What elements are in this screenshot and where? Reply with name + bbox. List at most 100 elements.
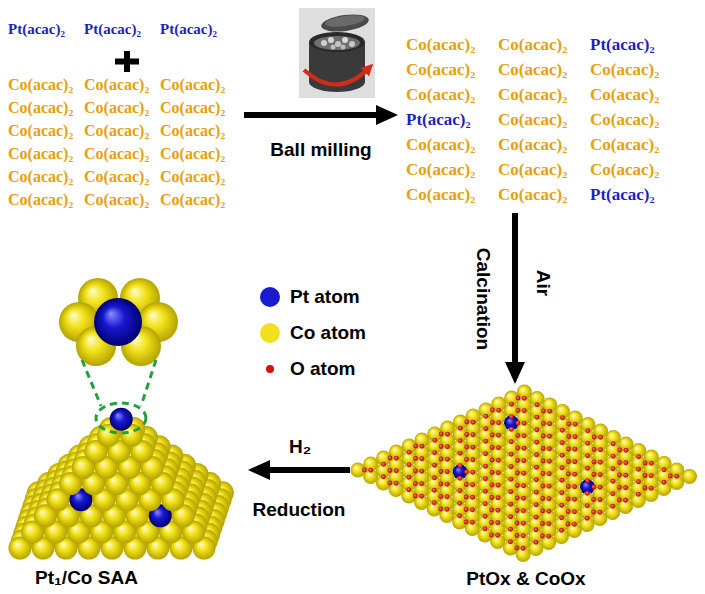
o-dot — [483, 526, 488, 531]
pt-precursor-label: Pt(acac)₂ — [590, 35, 655, 55]
o-dot — [566, 497, 571, 502]
legend-text: Co atom — [290, 322, 366, 344]
o-dot — [471, 420, 476, 425]
label-holder: Air — [532, 268, 554, 298]
o-dot — [490, 470, 495, 475]
o-dot — [534, 452, 539, 457]
co-precursor-label: Co(acac)₂ — [160, 145, 225, 163]
o-dot — [598, 435, 603, 440]
o-dot — [483, 426, 488, 431]
o-dot — [617, 460, 622, 465]
o-dot — [649, 473, 654, 478]
o-dot — [547, 434, 552, 439]
o-dot — [636, 492, 641, 497]
o-dot — [445, 494, 450, 499]
o-dot — [515, 483, 520, 488]
stage-label: PtOx & CoOx — [466, 568, 585, 590]
o-dot — [585, 491, 590, 496]
o-dot — [598, 472, 603, 477]
o-dot — [457, 501, 462, 506]
o-dot — [489, 520, 494, 525]
o-dot — [540, 484, 545, 489]
co-precursor-label: Co(acac)₂ — [84, 76, 149, 94]
o-dot — [438, 482, 443, 487]
o-dot — [394, 481, 399, 486]
o-dot — [572, 522, 577, 527]
o-dot — [534, 465, 539, 470]
o-dot — [547, 446, 552, 451]
zoom-cluster — [59, 278, 178, 433]
o-dot — [591, 510, 596, 515]
o-dot — [496, 433, 501, 438]
co-precursor-label: Co(acac)₂ — [84, 145, 149, 163]
o-dot — [534, 515, 539, 520]
co-precursor-label: Co(acac)₂ — [498, 110, 567, 130]
o-dot — [490, 433, 495, 438]
o-dot — [496, 508, 501, 513]
o-dot — [464, 432, 469, 437]
o-dot — [592, 447, 597, 452]
o-dot — [617, 473, 622, 478]
legend-row: Co atom — [258, 315, 366, 351]
o-dot — [560, 415, 565, 420]
o-dot — [668, 474, 673, 479]
co-precursor-label: Co(acac)₂ — [406, 35, 475, 55]
o-dot — [508, 489, 513, 494]
o-dot — [413, 481, 418, 486]
co-precursor-label: Co(acac)₂ — [406, 135, 475, 155]
o-dot — [535, 415, 540, 420]
o-dot — [636, 479, 641, 484]
o-dot — [623, 460, 628, 465]
o-dot — [432, 475, 437, 480]
o-dot — [464, 445, 469, 450]
pt-sphere — [110, 408, 133, 431]
co-precursor-label: Co(acac)₂ — [590, 60, 659, 80]
o-dot — [445, 482, 450, 487]
co-precursor-label: Co(acac)₂ — [498, 85, 567, 105]
co-precursor-label: Co(acac)₂ — [498, 35, 567, 55]
o-dot — [617, 498, 622, 503]
o-dot — [516, 408, 521, 413]
o-dot — [662, 480, 667, 485]
o-dot — [521, 521, 526, 526]
co-precursor-label: Co(acac)₂ — [8, 145, 73, 163]
o-dot — [496, 458, 501, 463]
o-dot — [439, 469, 444, 474]
o-dot — [547, 459, 552, 464]
o-dot — [457, 513, 462, 518]
o-dot — [636, 454, 641, 459]
co-precursor-label: Co(acac)₂ — [84, 168, 149, 186]
o-dot — [598, 460, 603, 465]
o-dot — [490, 445, 495, 450]
o-dot — [559, 528, 564, 533]
o-dot — [546, 534, 551, 539]
o-dot — [547, 409, 552, 414]
o-dot — [464, 495, 469, 500]
o-dot — [598, 510, 603, 515]
o-dot — [496, 420, 501, 425]
o-dot — [432, 463, 437, 468]
co-precursor-label: Co(acac)₂ — [498, 160, 567, 180]
o-dot — [534, 440, 539, 445]
co-precursor-label: Co(acac)₂ — [8, 168, 73, 186]
o-dot — [362, 468, 367, 473]
o-dot — [483, 501, 488, 506]
o-dot — [540, 521, 545, 526]
o-dot — [560, 440, 565, 445]
o-dot — [674, 474, 679, 479]
o-dot — [547, 484, 552, 489]
o-dot — [483, 489, 488, 494]
o-dot — [572, 484, 577, 489]
process-arrow — [244, 112, 386, 118]
o-dot — [566, 422, 571, 427]
o-dot — [560, 453, 565, 458]
co-precursor-label: Co(acac)₂ — [498, 185, 567, 205]
o-dot — [439, 432, 444, 437]
o-dot — [566, 434, 571, 439]
o-dot — [546, 521, 551, 526]
ball-mill-photo — [299, 8, 375, 98]
o-dot — [458, 463, 463, 468]
oxide-stage: PtOx & CoOx — [350, 388, 702, 590]
o-dot — [592, 472, 597, 477]
o-dot — [566, 484, 571, 489]
